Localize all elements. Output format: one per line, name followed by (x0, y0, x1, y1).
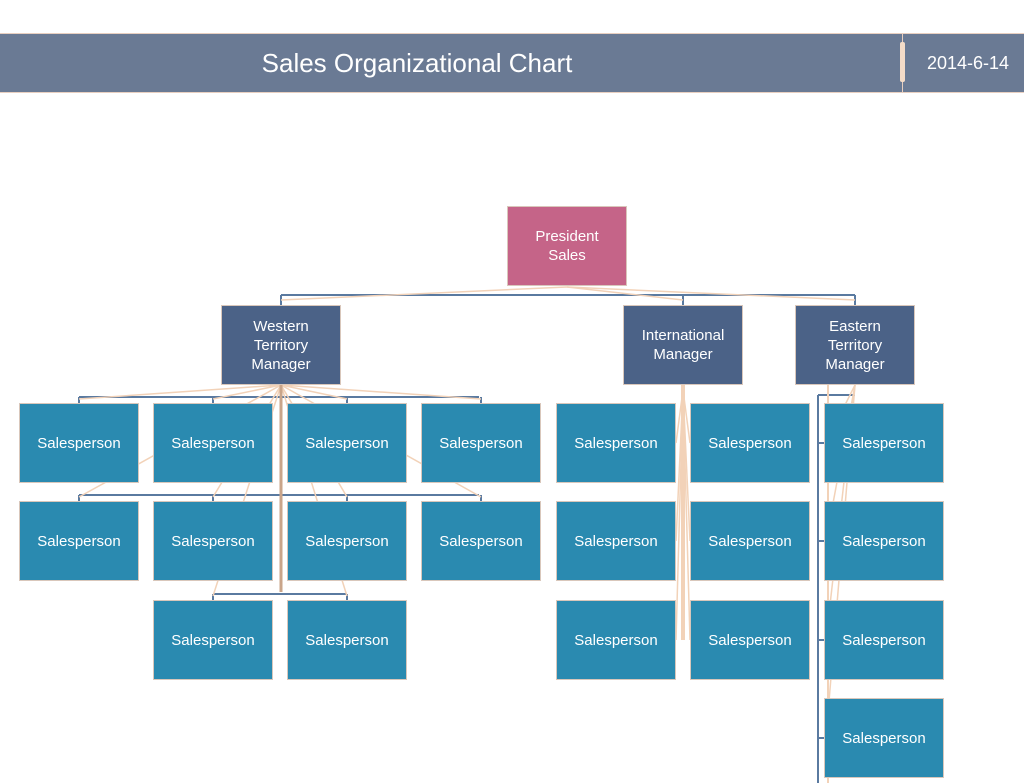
fan-line (280, 286, 568, 301)
salesperson-box-international[interactable]: Salesperson (690, 600, 810, 680)
salesperson-label: Salesperson (574, 631, 658, 649)
salesperson-label: Salesperson (37, 532, 121, 550)
fan-line (682, 389, 691, 444)
fan-line (675, 389, 684, 641)
header-date: 2014-6-14 (926, 53, 1010, 73)
salesperson-box-international[interactable]: Salesperson (690, 403, 810, 483)
salesperson-box-western[interactable]: Salesperson (153, 501, 273, 581)
fan-line (280, 384, 348, 400)
salesperson-label: Salesperson (842, 631, 926, 649)
manager-label: International Manager (641, 327, 725, 363)
salesperson-box-western[interactable]: Salesperson (153, 403, 273, 483)
manager-box-international[interactable]: International Manager (623, 305, 743, 385)
salesperson-label: Salesperson (439, 434, 523, 452)
manager-box-eastern[interactable]: Eastern Territory Manager (795, 305, 915, 385)
salesperson-box-eastern[interactable]: Salesperson (824, 403, 944, 483)
president-label: President Sales (535, 228, 599, 264)
fan-line (78, 384, 282, 400)
president-box[interactable]: President Sales (507, 206, 627, 286)
salesperson-label: Salesperson (305, 532, 389, 550)
salesperson-box-western[interactable]: Salesperson (421, 403, 541, 483)
salesperson-box-western[interactable]: Salesperson (287, 403, 407, 483)
salesperson-box-western[interactable]: Salesperson (287, 600, 407, 680)
salesperson-box-western[interactable]: Salesperson (421, 501, 541, 581)
manager-box-western[interactable]: Western Territory Manager (221, 305, 341, 385)
fan-line (280, 384, 482, 400)
salesperson-label: Salesperson (708, 532, 792, 550)
salesperson-label: Salesperson (574, 532, 658, 550)
fan-line (566, 286, 856, 301)
salesperson-box-eastern[interactable]: Salesperson (824, 600, 944, 680)
salesperson-label: Salesperson (171, 434, 255, 452)
salesperson-box-international[interactable]: Salesperson (690, 501, 810, 581)
salesperson-label: Salesperson (305, 631, 389, 649)
salesperson-label: Salesperson (574, 434, 658, 452)
salesperson-label: Salesperson (171, 532, 255, 550)
salesperson-label: Salesperson (842, 434, 926, 452)
salesperson-label: Salesperson (439, 532, 523, 550)
salesperson-box-western[interactable]: Salesperson (153, 600, 273, 680)
header-divider-handle (900, 42, 905, 82)
page-title: Sales Organizational Chart (261, 48, 573, 78)
salesperson-label: Salesperson (842, 729, 926, 747)
fan-line (212, 384, 282, 400)
salesperson-label: Salesperson (708, 434, 792, 452)
manager-label: Eastern Territory Manager (825, 317, 885, 373)
fan-line (566, 286, 684, 301)
salesperson-label: Salesperson (842, 532, 926, 550)
salesperson-label: Salesperson (37, 434, 121, 452)
salesperson-label: Salesperson (305, 434, 389, 452)
salesperson-box-international[interactable]: Salesperson (556, 501, 676, 581)
salesperson-label: Salesperson (708, 631, 792, 649)
salesperson-label: Salesperson (171, 631, 255, 649)
manager-label: Western Territory Manager (251, 317, 311, 373)
salesperson-box-eastern[interactable]: Salesperson (824, 501, 944, 581)
salesperson-box-international[interactable]: Salesperson (556, 403, 676, 483)
salesperson-box-eastern[interactable]: Salesperson (824, 698, 944, 778)
fan-line (682, 389, 691, 641)
salesperson-box-western[interactable]: Salesperson (19, 501, 139, 581)
fan-line (675, 389, 684, 444)
salesperson-box-international[interactable]: Salesperson (556, 600, 676, 680)
salesperson-box-western[interactable]: Salesperson (19, 403, 139, 483)
salesperson-box-western[interactable]: Salesperson (287, 501, 407, 581)
header-bar: Sales Organizational Chart 2014-6-14 (0, 33, 1024, 93)
